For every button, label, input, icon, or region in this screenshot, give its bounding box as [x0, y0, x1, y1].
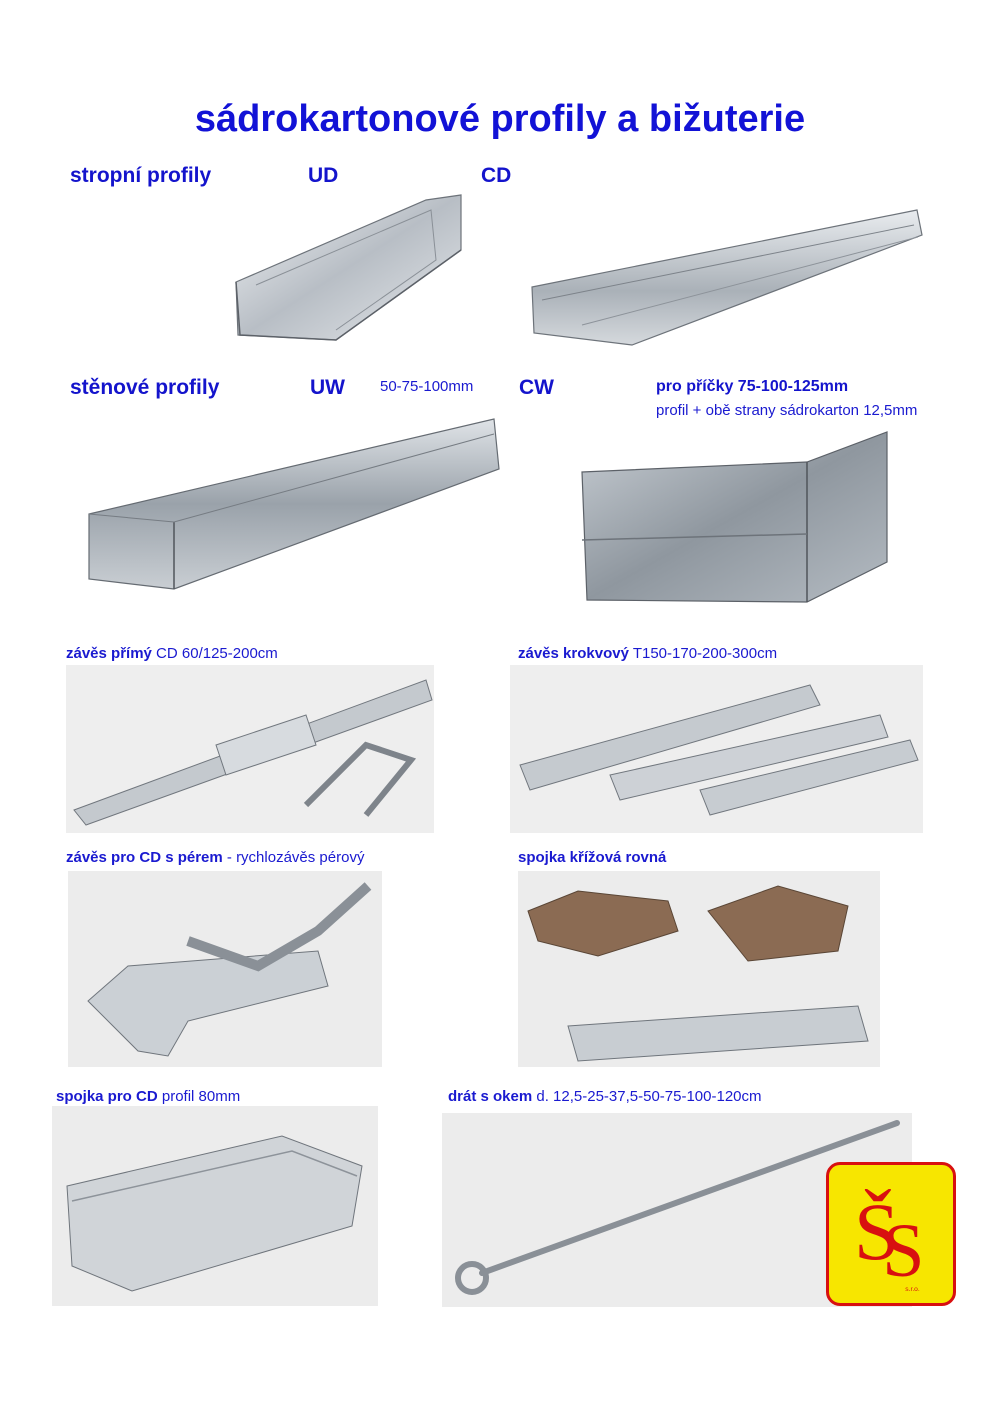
cw-label: CW: [519, 376, 554, 399]
ud-profile-image: [226, 190, 466, 350]
caption-zaves-krokvovy: závěs krokvový T150-170-200-300cm: [518, 645, 778, 662]
uw-sizes: 50-75-100mm: [380, 378, 474, 395]
ceiling-profiles-heading: stropní profily: [70, 164, 212, 187]
caption-zaves-pero: závěs pro CD s pérem - rychlozávěs pérov…: [66, 849, 365, 866]
uw-profile-image: [84, 414, 504, 594]
logo-sub: s.r.o.: [905, 1286, 920, 1293]
caption-zaves-primy: závěs přímý CD 60/125-200cm: [66, 645, 278, 662]
company-logo: Š S s.r.o.: [826, 1162, 956, 1306]
caption-drat-s-okem: drát s okem d. 12,5-25-37,5-50-75-100-12…: [448, 1088, 762, 1105]
ud-label: UD: [308, 164, 339, 187]
spojka-krizova-image: [518, 871, 880, 1067]
logo-letter-s1: Š: [854, 1186, 900, 1277]
cw-profile-image: [577, 422, 889, 608]
wall-profiles-heading: stěnové profily: [70, 376, 220, 399]
uw-label: UW: [310, 376, 345, 399]
page-title: sádrokartonové profily a bižuterie: [194, 98, 806, 140]
zaves-pero-image: [68, 871, 382, 1067]
cw-note: profil + obě strany sádrokarton 12,5mm: [656, 402, 918, 419]
cd-label: CD: [481, 164, 512, 187]
cd-profile-image: [522, 205, 926, 353]
logo-letter-s2: S: [882, 1208, 924, 1293]
zaves-krokvovy-image: [510, 665, 923, 833]
zaves-primy-image: [66, 665, 434, 833]
caption-spojka-cd: spojka pro CD profil 80mm: [56, 1088, 241, 1105]
caption-spojka-krizova: spojka křížová rovná: [518, 849, 667, 866]
spojka-cd-image: [52, 1106, 378, 1306]
cw-note-bold: pro příčky 75-100-125mm: [656, 378, 849, 395]
